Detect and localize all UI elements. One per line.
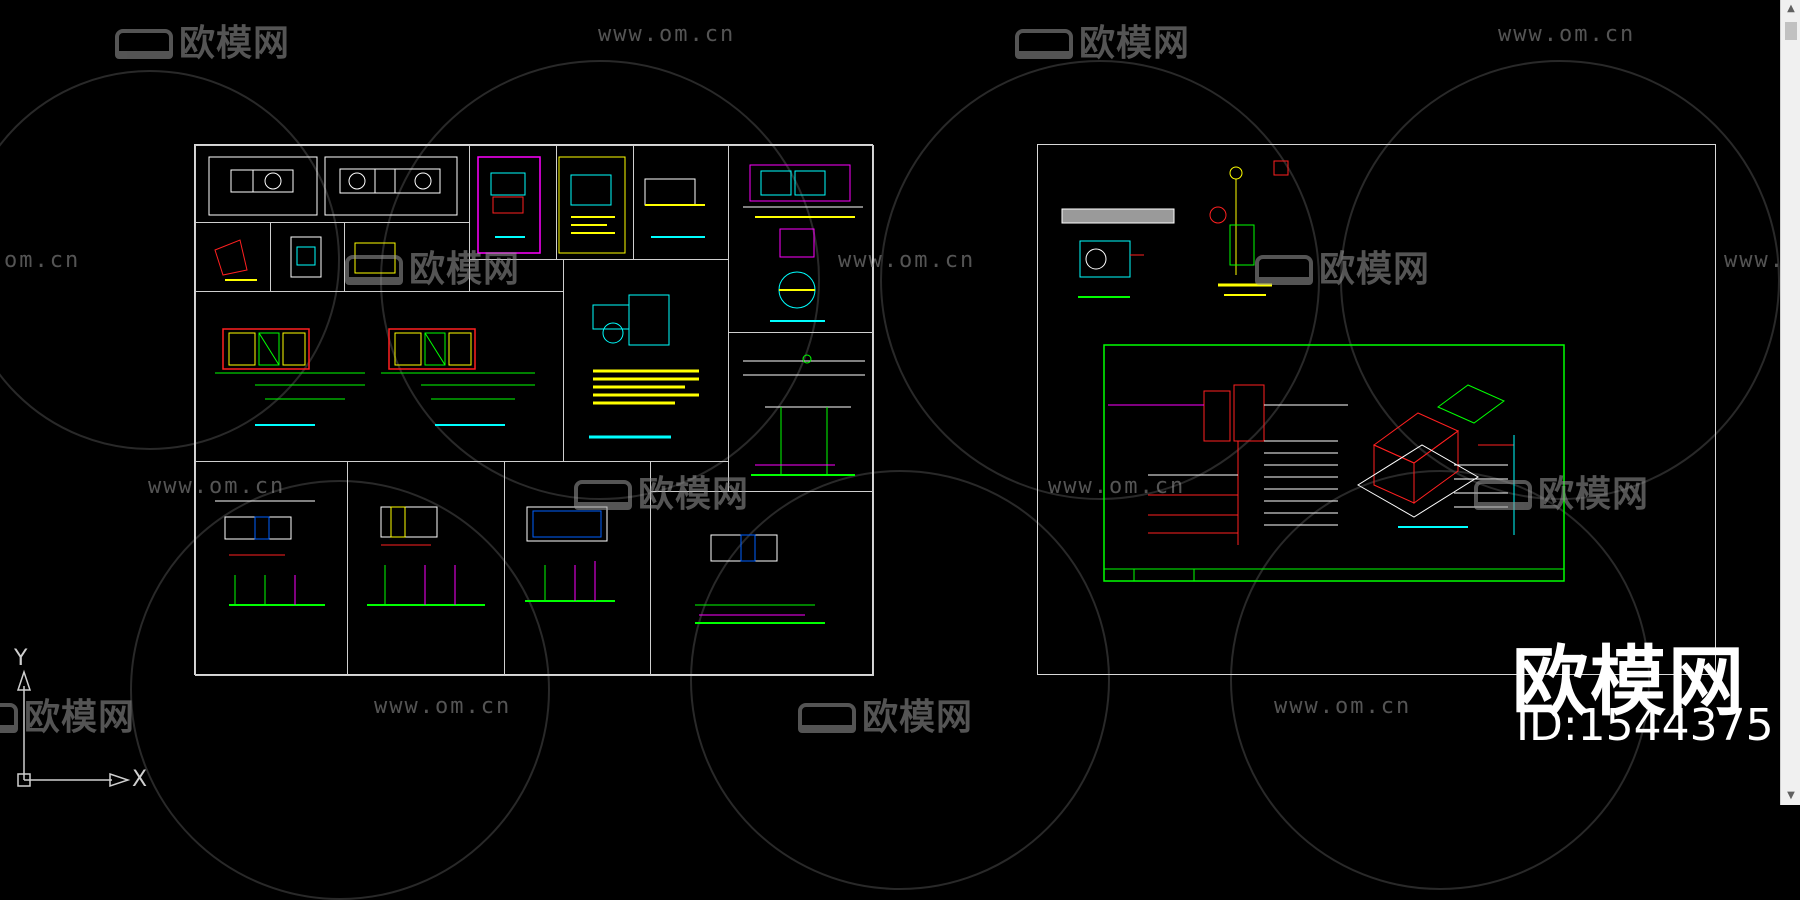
watermark-url: om.cn [4, 248, 81, 273]
watermark-arc [880, 60, 1320, 500]
watermark-url: www.om.cn [1274, 694, 1412, 719]
scroll-down-arrow-icon[interactable]: ▼ [1787, 790, 1795, 801]
brand-badge-id: ID:1544375 [1516, 700, 1774, 751]
ucs-y-label: Y [14, 646, 28, 671]
watermark-logo: 欧模网 [345, 240, 520, 292]
detail-cell[interactable] [650, 491, 874, 676]
watermark-logo: 欧模网 [1255, 240, 1430, 292]
watermark-logo: 欧模网 [574, 465, 749, 517]
sofa-logo-icon [345, 255, 403, 285]
drawing-sheet-right[interactable] [1037, 144, 1716, 675]
watermark-url: www.om.cn [374, 694, 512, 719]
drawing-sheet-left[interactable] [194, 144, 874, 676]
right-sheet-linework [1061, 160, 1565, 582]
watermark-logo: 欧模网 [1474, 465, 1649, 517]
watermark-url: www.om.cn [148, 474, 286, 499]
watermark-logo: 欧模网 [115, 14, 290, 66]
sofa-logo-icon [798, 703, 856, 733]
sofa-logo-icon [1255, 255, 1313, 285]
watermark-url: www.om.cn [838, 248, 976, 273]
scrollbar-thumb[interactable] [1785, 22, 1797, 40]
sofa-logo-icon [1474, 480, 1532, 510]
sofa-logo-icon [1015, 29, 1073, 59]
vertical-scrollbar[interactable]: ▲ ▼ [1780, 0, 1800, 805]
ucs-axis-icon [16, 669, 131, 788]
watermark-logo: 欧模网 [0, 688, 135, 740]
ucs-x-label: X [132, 767, 148, 792]
sofa-logo-icon [115, 29, 173, 59]
left-sheet-linework [208, 156, 865, 624]
sofa-logo-icon [0, 703, 18, 733]
watermark-url: www.om.cn [1048, 474, 1186, 499]
sofa-logo-icon [574, 480, 632, 510]
watermark-url: www.om.cn [1498, 22, 1636, 47]
watermark-logo: 欧模网 [798, 688, 973, 740]
watermark-url: www.om.cn [598, 22, 736, 47]
watermark-logo: 欧模网 [1015, 14, 1190, 66]
brand-badge-title: 欧模网 [1512, 637, 1746, 726]
watermark-arc [1340, 60, 1780, 500]
scroll-up-arrow-icon[interactable]: ▲ [1787, 3, 1795, 14]
